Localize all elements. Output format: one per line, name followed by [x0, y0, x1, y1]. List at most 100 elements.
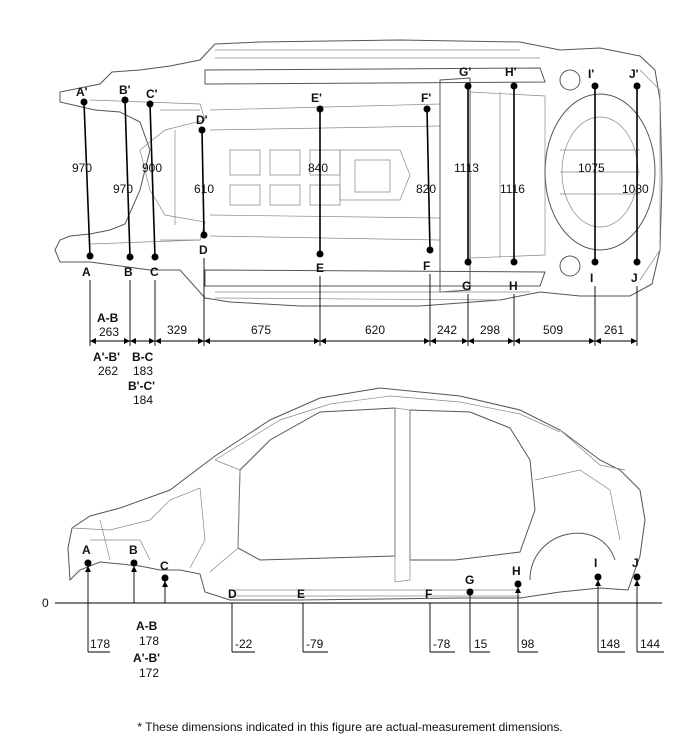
point-label-j: J — [631, 271, 638, 285]
rear-frame-rail — [469, 91, 546, 259]
cross-dim-a: 970 — [72, 161, 92, 175]
point-label-a-prime: A' — [76, 85, 88, 99]
height-e: -79 — [306, 637, 324, 651]
rear-wheel-arch — [529, 532, 616, 581]
cross-dim-b: 970 — [113, 182, 133, 196]
point-label-c-prime: C' — [146, 87, 158, 101]
rocker-panel — [230, 589, 520, 597]
measurement-points — [80, 82, 641, 266]
point-label-e-prime: E' — [311, 91, 322, 105]
ab-label: A-B — [97, 311, 119, 325]
front-crossmember — [160, 109, 200, 241]
side-point-h: H — [512, 564, 521, 578]
point-label-i-prime: I' — [588, 67, 594, 81]
cross-dim-e: 840 — [308, 161, 328, 175]
apbp-label: A'-B' — [93, 350, 120, 364]
underbody-top-view: A' B' C' D' E' F' G' H' I' J' A B C D E … — [54, 39, 663, 407]
height-d: -22 — [235, 637, 253, 651]
length-dimension-chain — [89, 258, 638, 346]
point-label-b-prime: B' — [119, 83, 131, 97]
zero-label: 0 — [42, 596, 49, 610]
side-ab-label: A-B — [136, 619, 158, 633]
point-label-g-prime: G' — [459, 65, 471, 79]
right-side-sill — [204, 269, 546, 287]
point-label-d: D — [199, 243, 208, 257]
front-frame-rail — [89, 99, 206, 245]
point-label-j-prime: J' — [629, 67, 639, 81]
rear-quarter — [534, 429, 626, 541]
side-point-a: A — [82, 543, 91, 557]
side-point-b: B — [129, 543, 138, 557]
front-door-opening — [237, 407, 396, 561]
length-dim-h-i: 509 — [543, 323, 563, 337]
rear-shock-mount-bottom — [559, 255, 581, 277]
cross-measurement-lines — [83, 86, 638, 262]
rear-shock-mount-top — [559, 69, 581, 91]
underbody-outline — [54, 39, 663, 307]
side-body-outline — [67, 387, 646, 601]
left-side-sill — [204, 67, 546, 85]
point-label-h-prime: H' — [505, 65, 517, 79]
body-side-view: 0 A B C D E F G H I J — [42, 387, 664, 680]
a-pillar — [209, 459, 241, 573]
footnote: * These dimensions indicated in this fig… — [137, 720, 563, 734]
side-point-d: D — [228, 587, 237, 601]
height-i: 148 — [600, 637, 620, 651]
b-pillar — [394, 407, 411, 583]
length-dim-f-g: 242 — [437, 323, 457, 337]
upper-sill-detail — [214, 49, 540, 301]
side-point-c: C — [160, 559, 169, 573]
height-f: -78 — [433, 637, 451, 651]
front-structure — [71, 487, 206, 569]
side-ab-value: 178 — [139, 634, 159, 648]
point-label-i: I — [590, 271, 593, 285]
length-dim-e-f: 620 — [365, 323, 385, 337]
spare-wheel-ribs — [560, 149, 640, 195]
point-label-b: B — [124, 265, 133, 279]
point-label-e: E — [316, 261, 324, 275]
side-point-f: F — [425, 587, 432, 601]
point-label-c: C — [150, 265, 159, 279]
height-a: 178 — [90, 637, 110, 651]
cross-dim-d: 610 — [194, 182, 214, 196]
cross-dim-h: 1116 — [500, 182, 525, 196]
bpcp-label: B'-C' — [128, 379, 155, 393]
cross-dim-f: 820 — [416, 182, 436, 196]
side-point-j: J — [632, 556, 639, 570]
spare-wheel-well — [544, 93, 656, 251]
point-label-a: A — [82, 265, 91, 279]
point-label-d-prime: D' — [196, 113, 208, 127]
rear-door-opening — [409, 409, 536, 561]
bpcp-value: 184 — [133, 393, 153, 407]
cross-dim-i: 1075 — [578, 161, 605, 175]
side-point-i: I — [594, 556, 597, 570]
floor-rib — [209, 103, 441, 241]
floor-beads — [229, 149, 341, 206]
point-label-f-prime: F' — [421, 91, 431, 105]
length-dim-c-d: 329 — [167, 323, 187, 337]
point-label-f: F — [423, 259, 430, 273]
height-h: 98 — [521, 637, 535, 651]
cross-dim-j: 1080 — [622, 182, 649, 196]
rear-panel — [639, 69, 661, 281]
height-g: 15 — [474, 637, 488, 651]
cross-dim-g: 1113 — [454, 161, 479, 175]
side-point-g: G — [465, 573, 474, 587]
cross-dim-c: 900 — [142, 161, 162, 175]
point-label-g: G — [462, 279, 471, 293]
side-point-e: E — [297, 587, 305, 601]
roof-line — [214, 395, 561, 461]
side-apbp-label: A'-B' — [133, 651, 160, 665]
bc-value: 183 — [133, 364, 153, 378]
center-tunnel — [339, 149, 411, 201]
length-dim-d-e: 675 — [251, 323, 271, 337]
point-label-h: H — [509, 279, 518, 293]
apbp-value: 262 — [98, 364, 118, 378]
side-apbp-value: 172 — [139, 666, 159, 680]
ab-value: 263 — [99, 325, 119, 339]
bc-label: B-C — [132, 350, 154, 364]
height-j: 144 — [640, 637, 660, 651]
side-measurement-points — [84, 559, 641, 596]
length-dim-i-j: 261 — [604, 323, 624, 337]
